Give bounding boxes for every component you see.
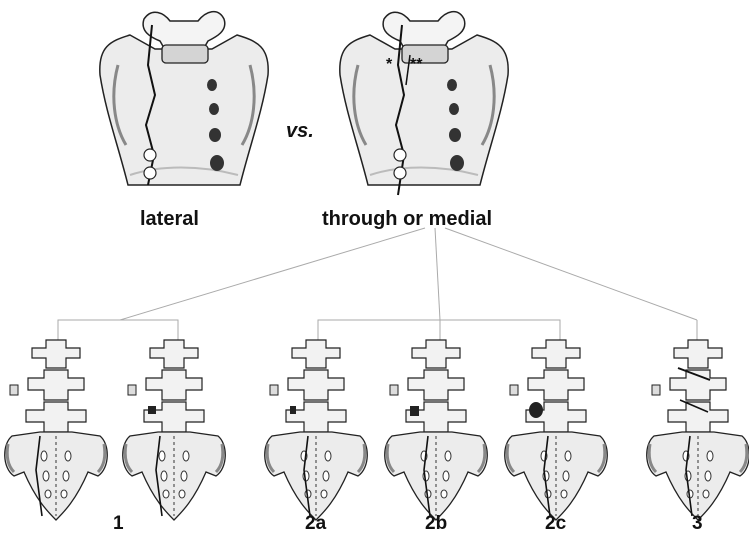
label-vs: vs. xyxy=(286,120,314,143)
label-through-or-medial: through or medial xyxy=(322,208,492,231)
category-label-2b: 2b xyxy=(425,513,447,535)
medial-sacrum-illustration xyxy=(340,12,508,195)
single-asterisk-marker: * xyxy=(386,56,392,74)
category-label-1: 1 xyxy=(113,513,124,535)
spine-illustration-2a xyxy=(265,340,368,520)
connector-lines xyxy=(58,228,697,340)
category-label-3: 3 xyxy=(692,513,703,535)
spine-illustration-1b xyxy=(123,340,226,520)
category-label-2a: 2a xyxy=(305,513,326,535)
double-asterisk-marker: ** xyxy=(410,56,422,74)
spine-illustration-2c xyxy=(505,340,608,520)
category-label-2c: 2c xyxy=(545,513,566,535)
label-lateral: lateral xyxy=(140,208,199,231)
spine-illustration-1a xyxy=(5,340,108,520)
spine-illustration-2b xyxy=(385,340,488,520)
lateral-sacrum-illustration xyxy=(100,12,268,185)
spine-illustration-3 xyxy=(647,340,749,520)
